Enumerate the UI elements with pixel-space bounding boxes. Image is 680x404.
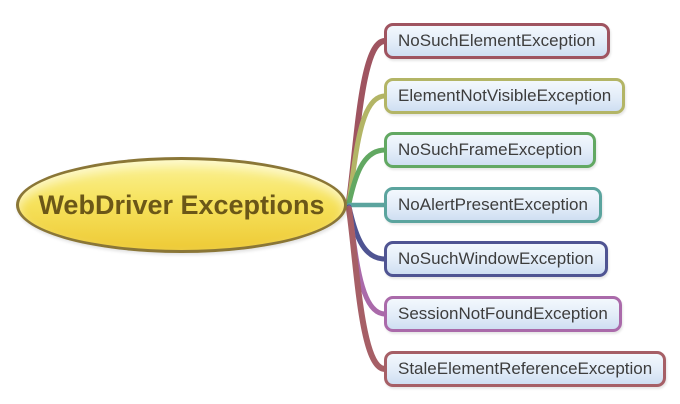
node-label: NoSuchElementException [398,31,596,50]
node-nosuchwindowexception: NoSuchWindowException [384,241,608,277]
node-nosuchelementexception: NoSuchElementException [384,23,610,59]
node-nosuchframeexception: NoSuchFrameException [384,132,597,168]
branch-nosuchframeexception [346,147,388,206]
node-elementnotvisibleexception: ElementNotVisibleException [384,78,626,114]
node-label: NoSuchWindowException [398,249,594,268]
node-label: NoAlertPresentException [398,195,588,214]
root-node-webdriver-exceptions: WebDriver Exceptions [16,157,347,253]
node-noalertpresentexception: NoAlertPresentException [384,187,602,223]
node-sessionnotfoundexception: SessionNotFoundException [384,296,622,332]
node-label: SessionNotFoundException [398,304,608,323]
branch-staleelementreferenceexception [346,206,388,372]
node-staleelementreferenceexception: StaleElementReferenceException [384,351,667,387]
node-label: NoSuchFrameException [398,140,583,159]
node-label: ElementNotVisibleException [398,86,612,105]
node-label: StaleElementReferenceException [398,359,653,378]
root-node-label: WebDriver Exceptions [38,189,325,220]
